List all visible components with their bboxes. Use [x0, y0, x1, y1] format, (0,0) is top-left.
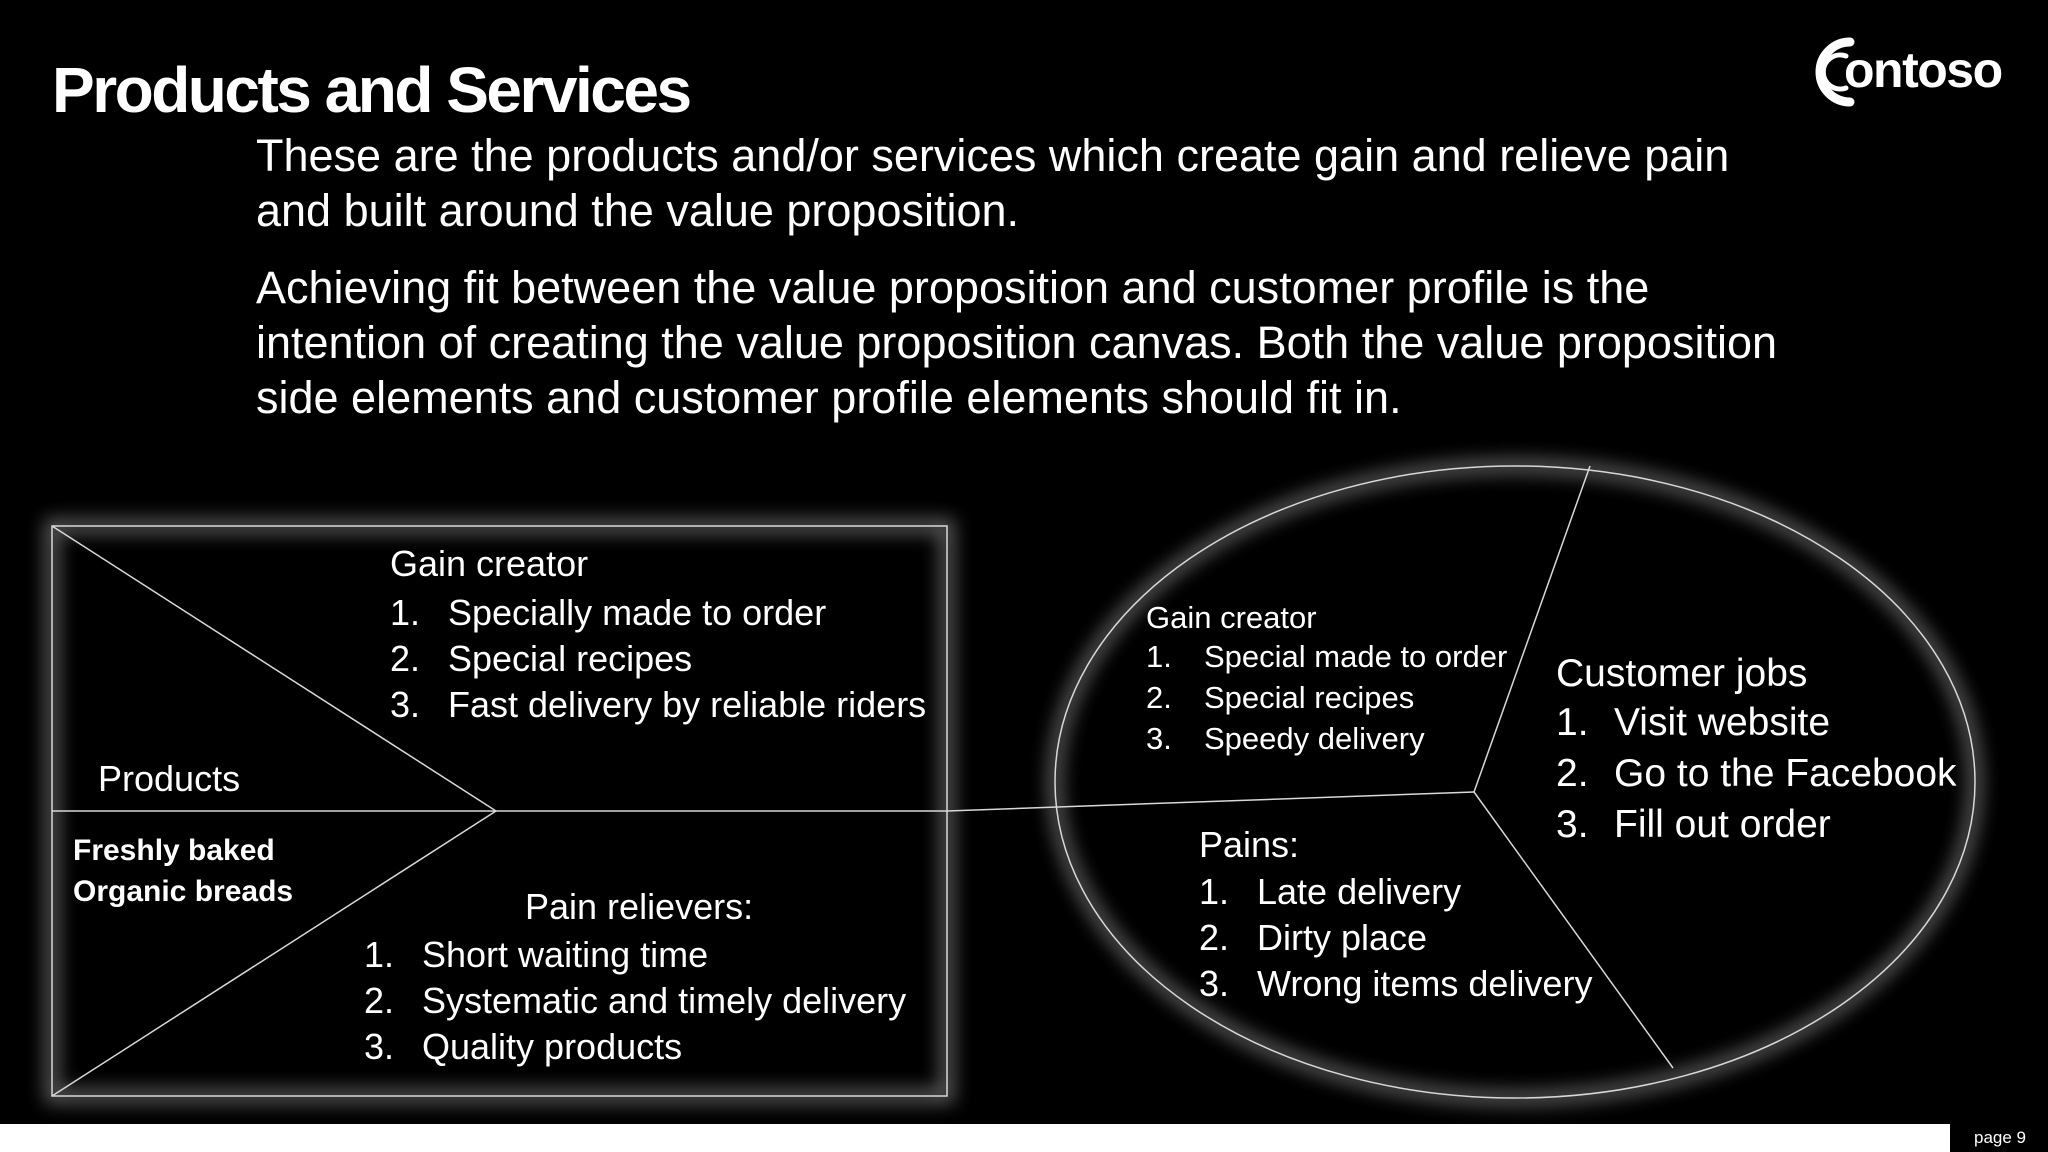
list-number: 2. — [1146, 680, 1172, 715]
list-number: 3. — [1199, 963, 1230, 1004]
list-number: 1. — [1556, 701, 1589, 744]
logo-c-mark — [1815, 37, 1855, 107]
list-number: 1. — [1146, 639, 1172, 674]
list-number: 3. — [390, 684, 421, 725]
list-item: 1. Special made to order — [1146, 636, 1507, 677]
list-number: 2. — [1556, 752, 1589, 795]
logo-c-inner — [1820, 52, 1849, 92]
list-item: 2. Special recipes — [390, 636, 926, 682]
products-item-1: Freshly baked — [73, 834, 275, 867]
customer-job-item: Visit website — [1614, 701, 1831, 744]
customer-job-item: Fill out order — [1614, 803, 1831, 846]
value-map-divider-upper — [51, 525, 497, 812]
pains-heading: Pains: — [1199, 824, 1300, 865]
customer-gain-item: Speedy delivery — [1204, 721, 1425, 756]
value-map-gain-creator-list: 1. Specially made to order 2. Special reci… — [390, 590, 926, 728]
list-item: 3. Quality products — [364, 1024, 906, 1070]
products-item-2: Organic breads — [73, 875, 294, 908]
value-map-gain-item: Special recipes — [448, 638, 693, 679]
slide-title: Products and Services — [52, 54, 692, 126]
list-item: 1. Specially made to order — [390, 590, 926, 636]
intro-text: These are the products and/or services w… — [256, 128, 1816, 447]
pains-list: 1. Late delivery 2. Dirty place 3. Wrong it… — [1199, 869, 1592, 1007]
customer-gain-creator-heading: Gain creator — [1146, 600, 1317, 635]
customer-gain-item: Special recipes — [1204, 680, 1415, 715]
list-item: 1. Late delivery — [1199, 869, 1592, 915]
footer-bar — [0, 1124, 1950, 1152]
intro-paragraph-1: These are the products and/or services w… — [256, 130, 1730, 236]
list-item: 3. Fast delivery by reliable riders — [390, 682, 926, 728]
list-number: 3. — [1556, 803, 1589, 846]
list-item: 3. Fill out order — [1556, 799, 1957, 850]
customer-jobs-heading: Customer jobs — [1556, 652, 1808, 695]
list-number: 2. — [390, 638, 421, 679]
contoso-logo: ontoso — [1815, 37, 2003, 107]
pain-reliever-item: Quality products — [422, 1026, 683, 1067]
pain-item: Late delivery — [1257, 871, 1462, 912]
list-item: 3. Wrong items delivery — [1199, 961, 1592, 1007]
intro-paragraph-2: Achieving fit between the value proposit… — [256, 262, 1777, 423]
list-item: 1. Visit website — [1556, 697, 1957, 748]
pain-item: Wrong items delivery — [1257, 963, 1593, 1004]
list-item: 3. Speedy delivery — [1146, 718, 1507, 759]
list-item: 2. Special recipes — [1146, 677, 1507, 718]
value-map-gain-item: Fast delivery by reliable riders — [448, 684, 927, 725]
fit-connector-line — [946, 791, 1475, 812]
pain-relievers-heading: Pain relievers: — [525, 886, 754, 927]
list-item: 2. Systematic and timely delivery — [364, 978, 906, 1024]
customer-profile-circle — [1054, 465, 1976, 1099]
list-number: 3. — [1146, 721, 1172, 756]
list-number: 2. — [1199, 917, 1230, 958]
list-item: 2. Go to the Facebook — [1556, 748, 1957, 799]
value-map-gain-creator-heading: Gain creator — [390, 543, 589, 584]
list-number: 1. — [390, 592, 421, 633]
pain-item: Dirty place — [1257, 917, 1428, 958]
customer-gain-creator-list: 1. Special made to order 2. Special recipe… — [1146, 636, 1507, 759]
list-number: 1. — [364, 934, 395, 975]
customer-gain-item: Special made to order — [1204, 639, 1508, 674]
page-number: page 9 — [1950, 1124, 2048, 1152]
list-number: 1. — [1199, 871, 1230, 912]
pain-reliever-item: Systematic and timely delivery — [422, 980, 907, 1021]
pain-relievers-list: 1. Short waiting time 2. Systematic and ti… — [364, 932, 906, 1070]
list-number: 2. — [364, 980, 395, 1021]
customer-profile-divider-top — [1473, 465, 1591, 793]
customer-job-item: Go to the Facebook — [1614, 752, 1957, 795]
list-item: 2. Dirty place — [1199, 915, 1592, 961]
pain-reliever-item: Short waiting time — [422, 934, 709, 975]
value-map-gain-item: Specially made to order — [448, 592, 827, 633]
value-map-divider-lower — [51, 810, 497, 1097]
list-item: 1. Short waiting time — [364, 932, 906, 978]
products-heading: Products — [98, 758, 241, 799]
customer-jobs-list: 1. Visit website 2. Go to the Facebook 3. F… — [1556, 697, 1957, 850]
logo-wordmark: ontoso — [1844, 42, 2002, 98]
customer-profile-divider-bottom — [1473, 791, 1674, 1069]
list-number: 3. — [364, 1026, 395, 1067]
